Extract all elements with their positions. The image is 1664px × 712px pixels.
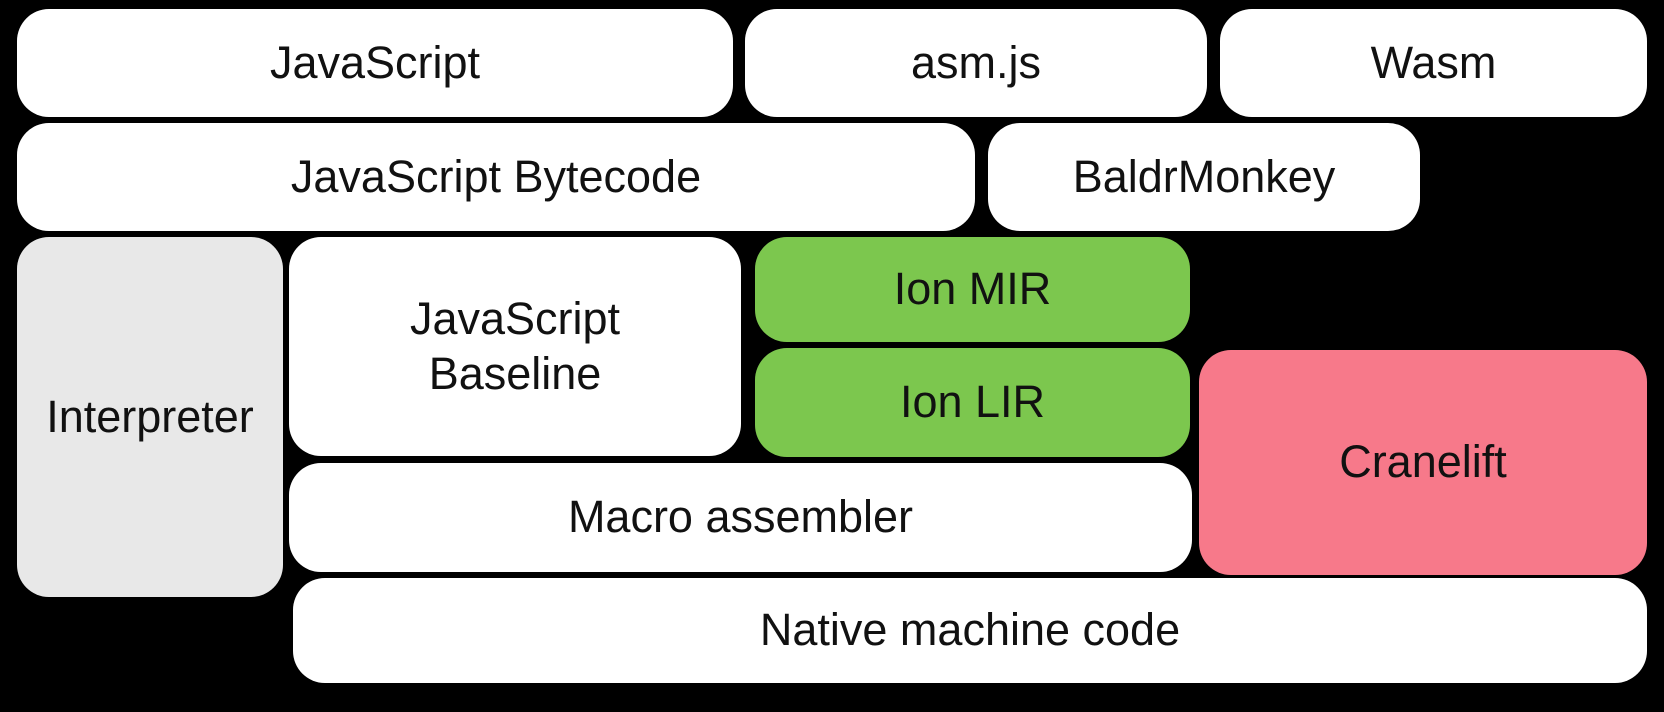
node-javascript: JavaScript [17,9,733,117]
node-native-machine-code-label: Native machine code [759,604,1181,656]
node-asmjs: asm.js [745,9,1207,117]
node-native-machine-code: Native machine code [293,578,1647,683]
node-wasm-label: Wasm [1370,36,1497,88]
node-interpreter-label: Interpreter [46,390,254,442]
node-ion-lir-label: Ion LIR [899,376,1046,428]
node-macro-assembler-label: Macro assembler [567,491,914,543]
node-javascript-label: JavaScript [269,36,481,88]
node-javascript-baseline-label: JavaScript Baseline [409,292,621,399]
node-asmjs-label: asm.js [910,36,1041,88]
node-wasm: Wasm [1220,9,1647,117]
node-javascript-baseline: JavaScript Baseline [289,237,741,456]
node-ion-mir: Ion MIR [755,237,1190,342]
node-ion-mir-label: Ion MIR [893,263,1052,315]
node-ion-lir: Ion LIR [755,348,1190,457]
node-cranelift-label: Cranelift [1339,436,1507,488]
node-interpreter: Interpreter [17,237,283,597]
node-baldrmonkey: BaldrMonkey [988,123,1420,231]
node-javascript-bytecode: JavaScript Bytecode [17,123,975,231]
node-macro-assembler: Macro assembler [289,463,1192,572]
node-javascript-bytecode-label: JavaScript Bytecode [290,150,702,202]
node-cranelift: Cranelift [1199,350,1647,575]
node-baldrmonkey-label: BaldrMonkey [1072,150,1336,202]
